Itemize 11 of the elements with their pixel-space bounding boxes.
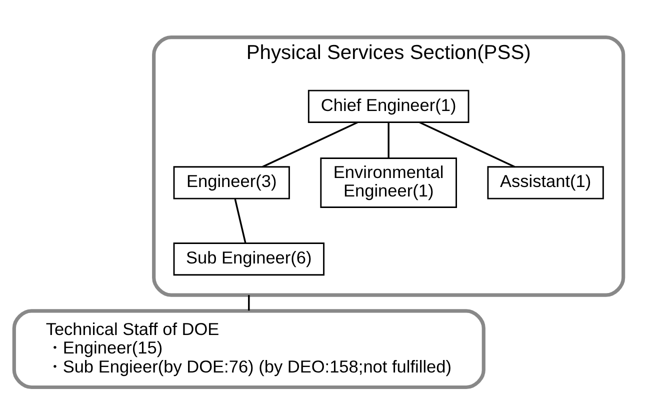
node-box: Engineer(3)	[173, 166, 290, 199]
connector	[248, 294, 250, 310]
connector	[388, 122, 390, 158]
connector	[262, 121, 358, 168]
node-box: Environmental Engineer(1)	[320, 157, 457, 208]
node-box: Technical Staff of DOE ・Engineer(15) ・Sub Engieer(by DOE:76) (by DEO:158;not fulfilled)	[12, 308, 486, 389]
node-box: Assistant(1)	[487, 166, 604, 199]
node-box: Chief Engineer(1)	[308, 89, 470, 122]
node-box: Sub Engineer(6)	[173, 242, 324, 276]
connector	[234, 198, 246, 242]
connector	[419, 121, 515, 168]
